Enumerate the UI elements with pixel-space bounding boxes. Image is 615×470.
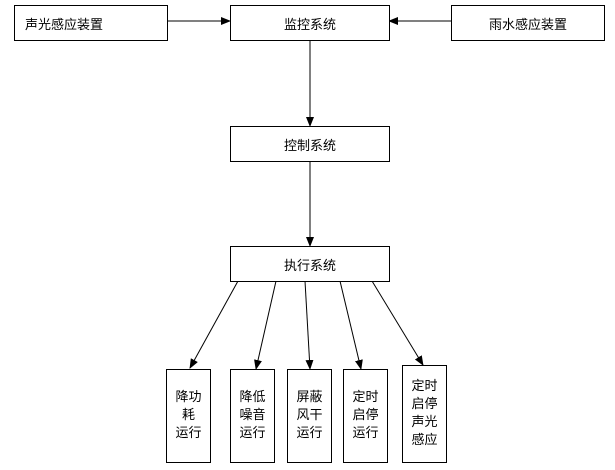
- mode-2-line-3: 运行: [239, 425, 265, 443]
- mode-3-line-2: 风干: [296, 407, 322, 425]
- arrow-execution-to-mode-2: [256, 281, 276, 369]
- sound-light-sensor-box: 声光感应装置: [14, 5, 168, 41]
- mode-5-line-1: 定时: [411, 378, 437, 396]
- arrow-execution-to-mode-4: [340, 281, 361, 369]
- execution-system-box: 执行系统: [230, 246, 390, 282]
- mode-3-line-3: 运行: [296, 425, 322, 443]
- mode-1-line-3: 运行: [175, 425, 201, 443]
- mode-1-line-1: 降功: [175, 389, 201, 407]
- mode-5-line-4: 感应: [411, 432, 437, 450]
- mode-5-line-2: 启停: [411, 396, 437, 414]
- mode-4-line-3: 运行: [352, 425, 378, 443]
- mode-2-line-1: 降低: [239, 389, 265, 407]
- mode-1-line-2: 耗: [182, 407, 195, 425]
- control-system-box: 控制系统: [230, 126, 390, 162]
- rain-sensor-box: 雨水感应装置: [451, 5, 605, 41]
- mode-2-line-2: 噪音: [239, 407, 265, 425]
- mode-4-line-2: 启停: [352, 407, 378, 425]
- mode-5-line-3: 声光: [411, 414, 437, 432]
- mode-box-low-noise: 降低 噪音 运行: [230, 369, 275, 463]
- mode-box-timed-sound-light: 定时 启停 声光 感应: [402, 365, 447, 463]
- monitoring-system-box: 监控系统: [230, 5, 390, 41]
- mode-box-shield-drying: 屏蔽 风干 运行: [287, 369, 332, 463]
- mode-3-line-1: 屏蔽: [296, 389, 322, 407]
- mode-box-timed-start-stop: 定时 启停 运行: [343, 369, 388, 463]
- mode-4-line-1: 定时: [352, 389, 378, 407]
- arrow-execution-to-mode-5: [372, 281, 423, 365]
- arrow-execution-to-mode-1: [190, 281, 238, 368]
- arrow-execution-to-mode-3: [305, 281, 310, 369]
- mode-box-low-power: 降功 耗 运行: [166, 369, 211, 463]
